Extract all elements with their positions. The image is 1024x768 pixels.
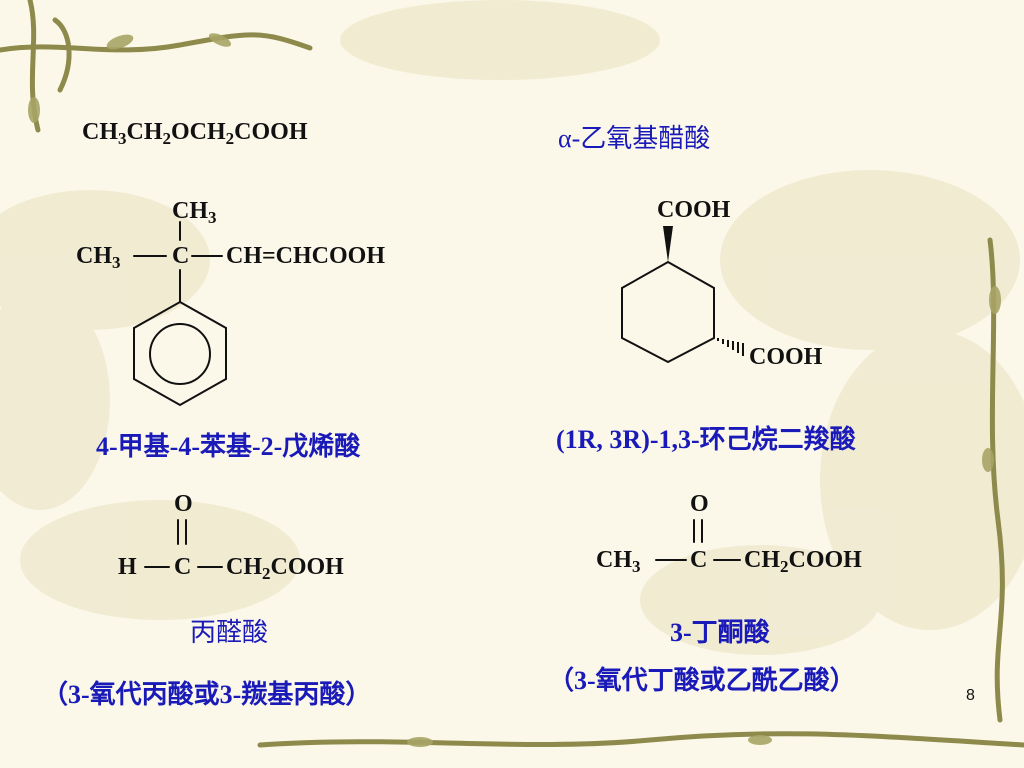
methylphenyl-name: 4-甲基-4-苯基-2-戊烯酸 [96, 432, 361, 461]
acetoacetic-tail: CH2COOH [744, 547, 862, 576]
aldehyde-hydrogen: H [118, 554, 137, 580]
phenyl-aromatic-circle [149, 323, 211, 385]
ethoxyacetic-name: α-乙氧基醋酸 [558, 124, 711, 153]
propenoic-chain: CH=CHCOOH [226, 243, 386, 269]
carbonyl-carbon-left: C [174, 554, 192, 580]
phenyl-ring [133, 300, 227, 407]
cyclohexane-diacid-name: (1R, 3R)-1,3-环己烷二羧酸 [556, 425, 856, 454]
cyclohexane-ring [621, 260, 715, 364]
carboxyl-group-top: COOH [657, 197, 731, 223]
quaternary-carbon: C [172, 243, 190, 269]
methyl-group-left: CH3 [76, 243, 121, 272]
vine-leaves [28, 33, 1001, 747]
hashed-bond [717, 338, 744, 356]
faint-foliage [0, 0, 1024, 655]
carboxyl-group-right: COOH [749, 344, 823, 370]
acetoacetic-alt-name: （3-氧代丁酸或乙酰乙酸） [548, 666, 856, 695]
ketone-oxygen: O [690, 491, 709, 517]
methyl-group-top: CH3 [172, 198, 217, 227]
acetoacetic-name: 3-丁酮酸 [670, 618, 770, 647]
carbonyl-carbon-right: C [690, 547, 708, 573]
page-number: 8 [966, 687, 975, 704]
ethoxyacetic-formula: CH3CH2OCH2COOH [82, 119, 308, 148]
wedge-bond [663, 226, 673, 262]
formylpropanoic-tail: CH2COOH [226, 554, 344, 583]
formylpropanoic-name: 丙醛酸 [190, 618, 269, 647]
methyl-group-ketone: CH3 [596, 547, 641, 576]
aldehyde-oxygen: O [174, 491, 193, 517]
formylpropanoic-alt-name: （3-氧代丙酸或3-羰基丙酸） [42, 680, 372, 709]
